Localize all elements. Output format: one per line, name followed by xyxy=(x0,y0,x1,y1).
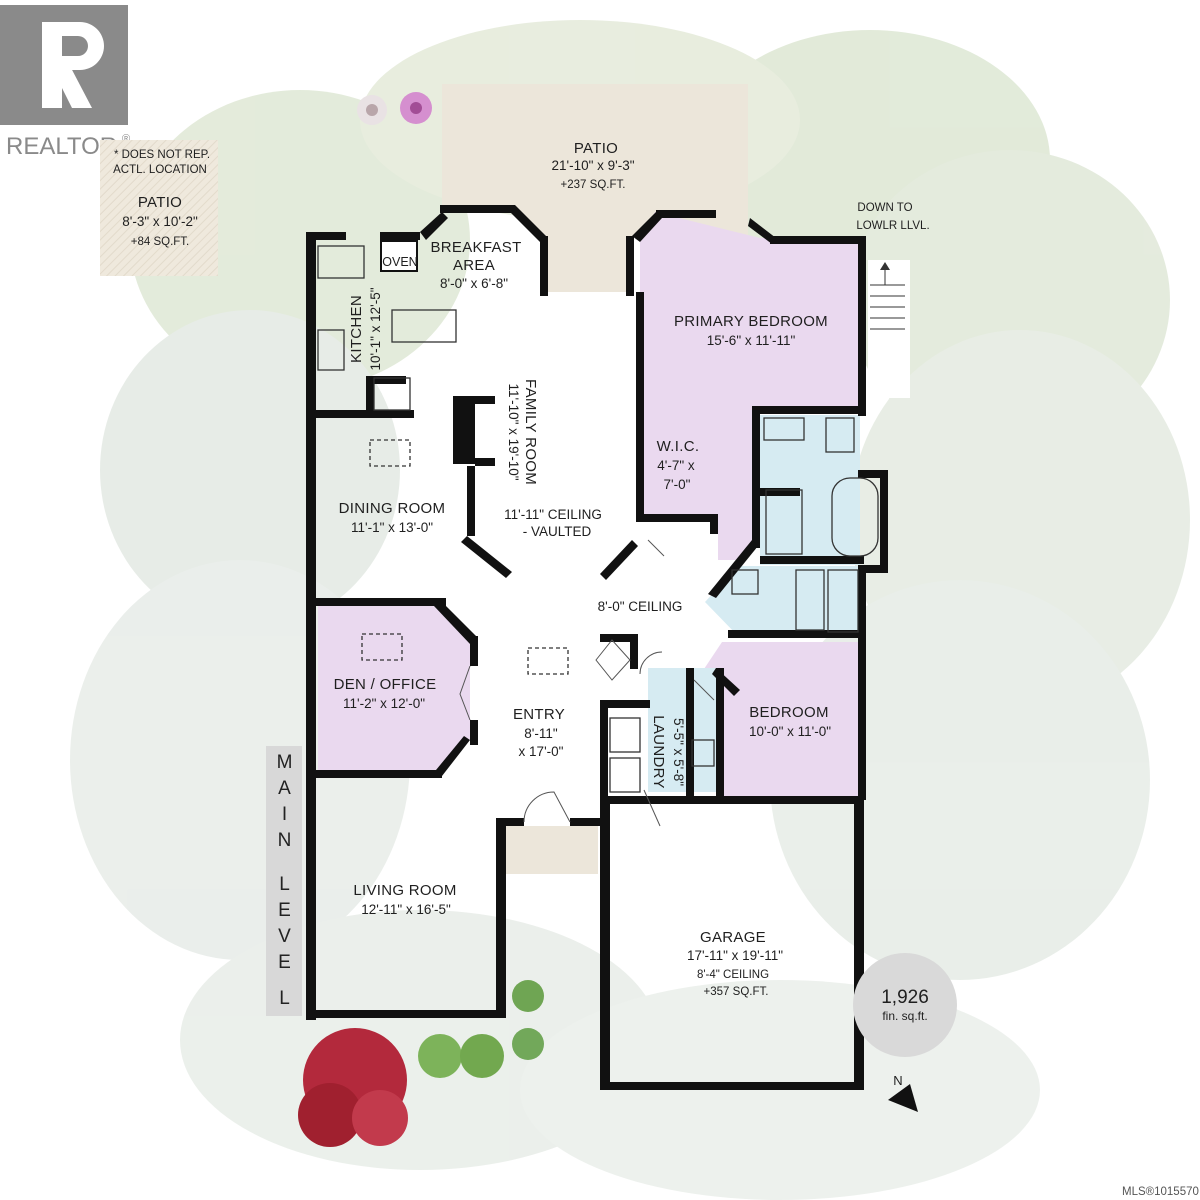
oven: OVEN xyxy=(380,240,418,272)
svg-text:PATIO: PATIO xyxy=(138,194,182,211)
svg-text:OVEN: OVEN xyxy=(382,255,417,269)
svg-text:21'-10" x 9'-3": 21'-10" x 9'-3" xyxy=(551,158,634,173)
svg-text:11'-10" x 19'-10": 11'-10" x 19'-10" xyxy=(506,383,521,480)
exterior-walls xyxy=(306,205,888,1090)
svg-text:8'-11": 8'-11" xyxy=(524,726,558,741)
inset-patio: * DOES NOT REP. ACTL. LOCATION PATIO 8'-… xyxy=(100,140,218,276)
total-area-badge: 1,926 fin. sq.ft. xyxy=(853,953,957,1057)
svg-text:+84 SQ.FT.: +84 SQ.FT. xyxy=(131,236,189,248)
stairs: DOWN TO LOWLR LLVL. xyxy=(856,202,930,398)
svg-text:E: E xyxy=(278,900,292,921)
svg-text:+237 SQ.FT.: +237 SQ.FT. xyxy=(561,179,626,191)
svg-text:10'-1" x 12'-5": 10'-1" x 12'-5" xyxy=(368,287,383,370)
svg-text:12'-11" x 16'-5": 12'-11" x 16'-5" xyxy=(361,902,451,917)
patio-area xyxy=(442,84,748,292)
plant-decoration xyxy=(298,92,544,1147)
wic-label: W.I.C. xyxy=(657,438,700,455)
svg-text:4'-7" x: 4'-7" x xyxy=(657,458,695,473)
mls-number: MLS®1015570 xyxy=(1122,1186,1199,1198)
kitchen-label: KITCHEN xyxy=(348,295,365,363)
primary-bedroom-label: PRIMARY BEDROOM xyxy=(674,313,828,330)
svg-text:5'-5" x 5'-8": 5'-5" x 5'-8" xyxy=(671,718,686,786)
svg-text:LOWLR LLVL.: LOWLR LLVL. xyxy=(856,220,929,232)
total-area-value: 1,926 xyxy=(881,987,929,1008)
svg-text:+357 SQ.FT.: +357 SQ.FT. xyxy=(704,986,769,998)
svg-text:* DOES NOT REP.: * DOES NOT REP. xyxy=(114,149,210,161)
laundry-fill xyxy=(648,668,718,792)
svg-text:L: L xyxy=(279,988,291,1009)
door-swings xyxy=(459,539,715,827)
fixtures xyxy=(317,245,879,793)
svg-text:17'-11" x 19'-11": 17'-11" x 19'-11" xyxy=(687,948,783,963)
entry-label: ENTRY xyxy=(513,706,565,723)
svg-text:N: N xyxy=(278,830,293,851)
bath-fill xyxy=(705,566,860,636)
main-level-label: M A I N L E V E L xyxy=(266,746,302,1016)
realtor-logo-text: REALTOR xyxy=(6,133,117,160)
den-fill xyxy=(318,606,470,775)
garage-label: GARAGE xyxy=(700,929,766,946)
svg-text:E: E xyxy=(278,952,292,973)
svg-text:M: M xyxy=(277,752,294,773)
realtor-logo: REALTOR ® xyxy=(0,5,130,160)
svg-text:8'-4" CEILING: 8'-4" CEILING xyxy=(697,969,769,981)
svg-text:fin. sq.ft.: fin. sq.ft. xyxy=(882,1009,927,1023)
svg-text:®: ® xyxy=(122,133,130,145)
svg-text:8'-0" x 6'-8": 8'-0" x 6'-8" xyxy=(440,276,508,291)
svg-text:11'-1" x 13'-0": 11'-1" x 13'-0" xyxy=(351,520,433,535)
svg-text:ACTL. LOCATION: ACTL. LOCATION xyxy=(113,164,207,176)
patio-label: PATIO xyxy=(574,140,618,157)
porch-fill xyxy=(506,826,598,874)
dining-room-label: DINING ROOM xyxy=(339,500,446,517)
family-room-label: FAMILY ROOM xyxy=(522,379,539,485)
room-labels: PATIO 21'-10" x 9'-3" +237 SQ.FT. BREAKF… xyxy=(334,140,832,998)
living-room-label: LIVING ROOM xyxy=(353,882,456,899)
svg-text:I: I xyxy=(282,804,288,825)
svg-text:V: V xyxy=(278,926,292,947)
north-arrow-icon: N xyxy=(888,1073,918,1112)
svg-text:x 17'-0": x 17'-0" xyxy=(519,744,564,759)
breakfast-label: BREAKFAST xyxy=(430,239,521,256)
wic-fill xyxy=(640,410,715,520)
svg-text:11'-2" x 12'-0": 11'-2" x 12'-0" xyxy=(343,696,425,711)
svg-text:- VAULTED: - VAULTED xyxy=(523,524,592,539)
svg-text:N: N xyxy=(893,1073,902,1088)
svg-text:11'-11" CEILING: 11'-11" CEILING xyxy=(504,507,602,522)
svg-text:10'-0" x 11'-0": 10'-0" x 11'-0" xyxy=(749,724,831,739)
svg-text:8'-3" x 10'-2": 8'-3" x 10'-2" xyxy=(122,214,198,229)
bedroom-fill xyxy=(700,642,860,796)
svg-text:15'-6" x 11'-11": 15'-6" x 11'-11" xyxy=(707,333,796,348)
hall-ceiling-label: 8'-0" CEILING xyxy=(598,599,683,614)
svg-text:A: A xyxy=(278,778,292,799)
den-label: DEN / OFFICE xyxy=(334,676,437,693)
interior-walls xyxy=(316,292,864,800)
laundry-label: LAUNDRY xyxy=(650,715,667,789)
bedroom-label: BEDROOM xyxy=(749,704,829,721)
stairs-note: DOWN TO xyxy=(857,202,912,214)
svg-text:AREA: AREA xyxy=(453,257,495,274)
svg-text:7'-0": 7'-0" xyxy=(664,477,691,492)
svg-text:L: L xyxy=(279,874,291,895)
